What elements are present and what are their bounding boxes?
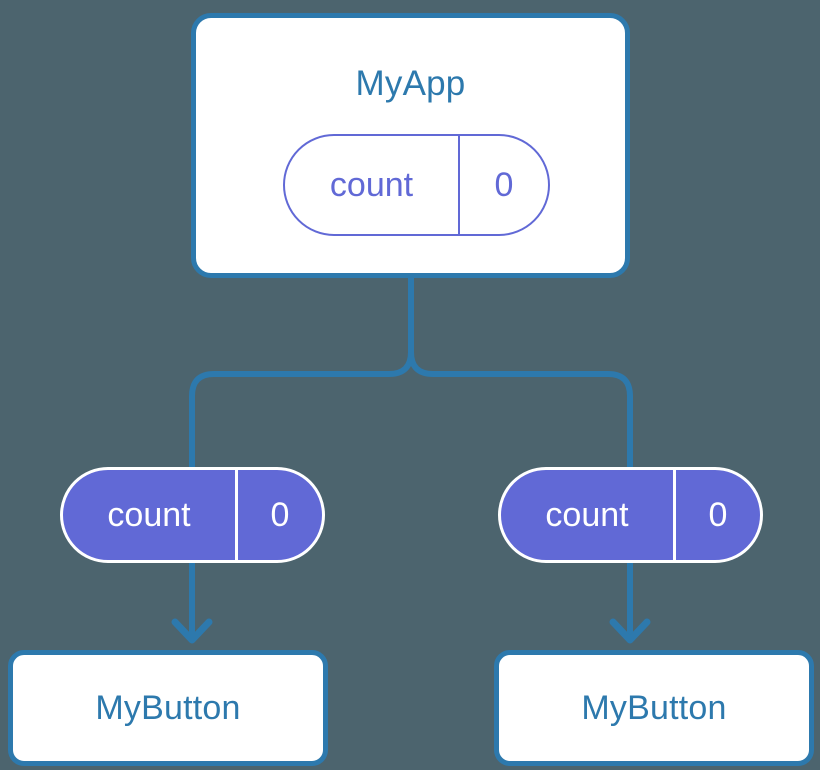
arrow-left-head-icon	[171, 618, 213, 644]
prop-pill-right-count[interactable]: count 0	[498, 467, 763, 563]
component-title-mybutton: MyButton	[581, 688, 727, 727]
connector-branch-right	[408, 351, 633, 468]
connector-branch-left	[189, 351, 414, 468]
prop-pill-key: count	[107, 496, 191, 534]
component-title-mybutton: MyButton	[95, 688, 241, 727]
component-card-mybutton-right[interactable]: MyButton	[494, 650, 814, 766]
prop-pill-left-count[interactable]: count 0	[60, 467, 325, 563]
state-pill-key: count	[329, 166, 414, 204]
prop-pill-key: count	[545, 496, 629, 534]
prop-pill-value: 0	[235, 470, 322, 560]
component-card-myapp[interactable]: MyApp count 0	[191, 13, 630, 278]
state-pill-myapp-count[interactable]: count 0	[283, 134, 550, 236]
state-pill-value: 0	[458, 136, 548, 234]
prop-pill-value: 0	[673, 470, 760, 560]
arrow-right-head-icon	[609, 618, 651, 644]
component-card-mybutton-left[interactable]: MyButton	[8, 650, 328, 766]
component-title-myapp: MyApp	[355, 64, 466, 103]
